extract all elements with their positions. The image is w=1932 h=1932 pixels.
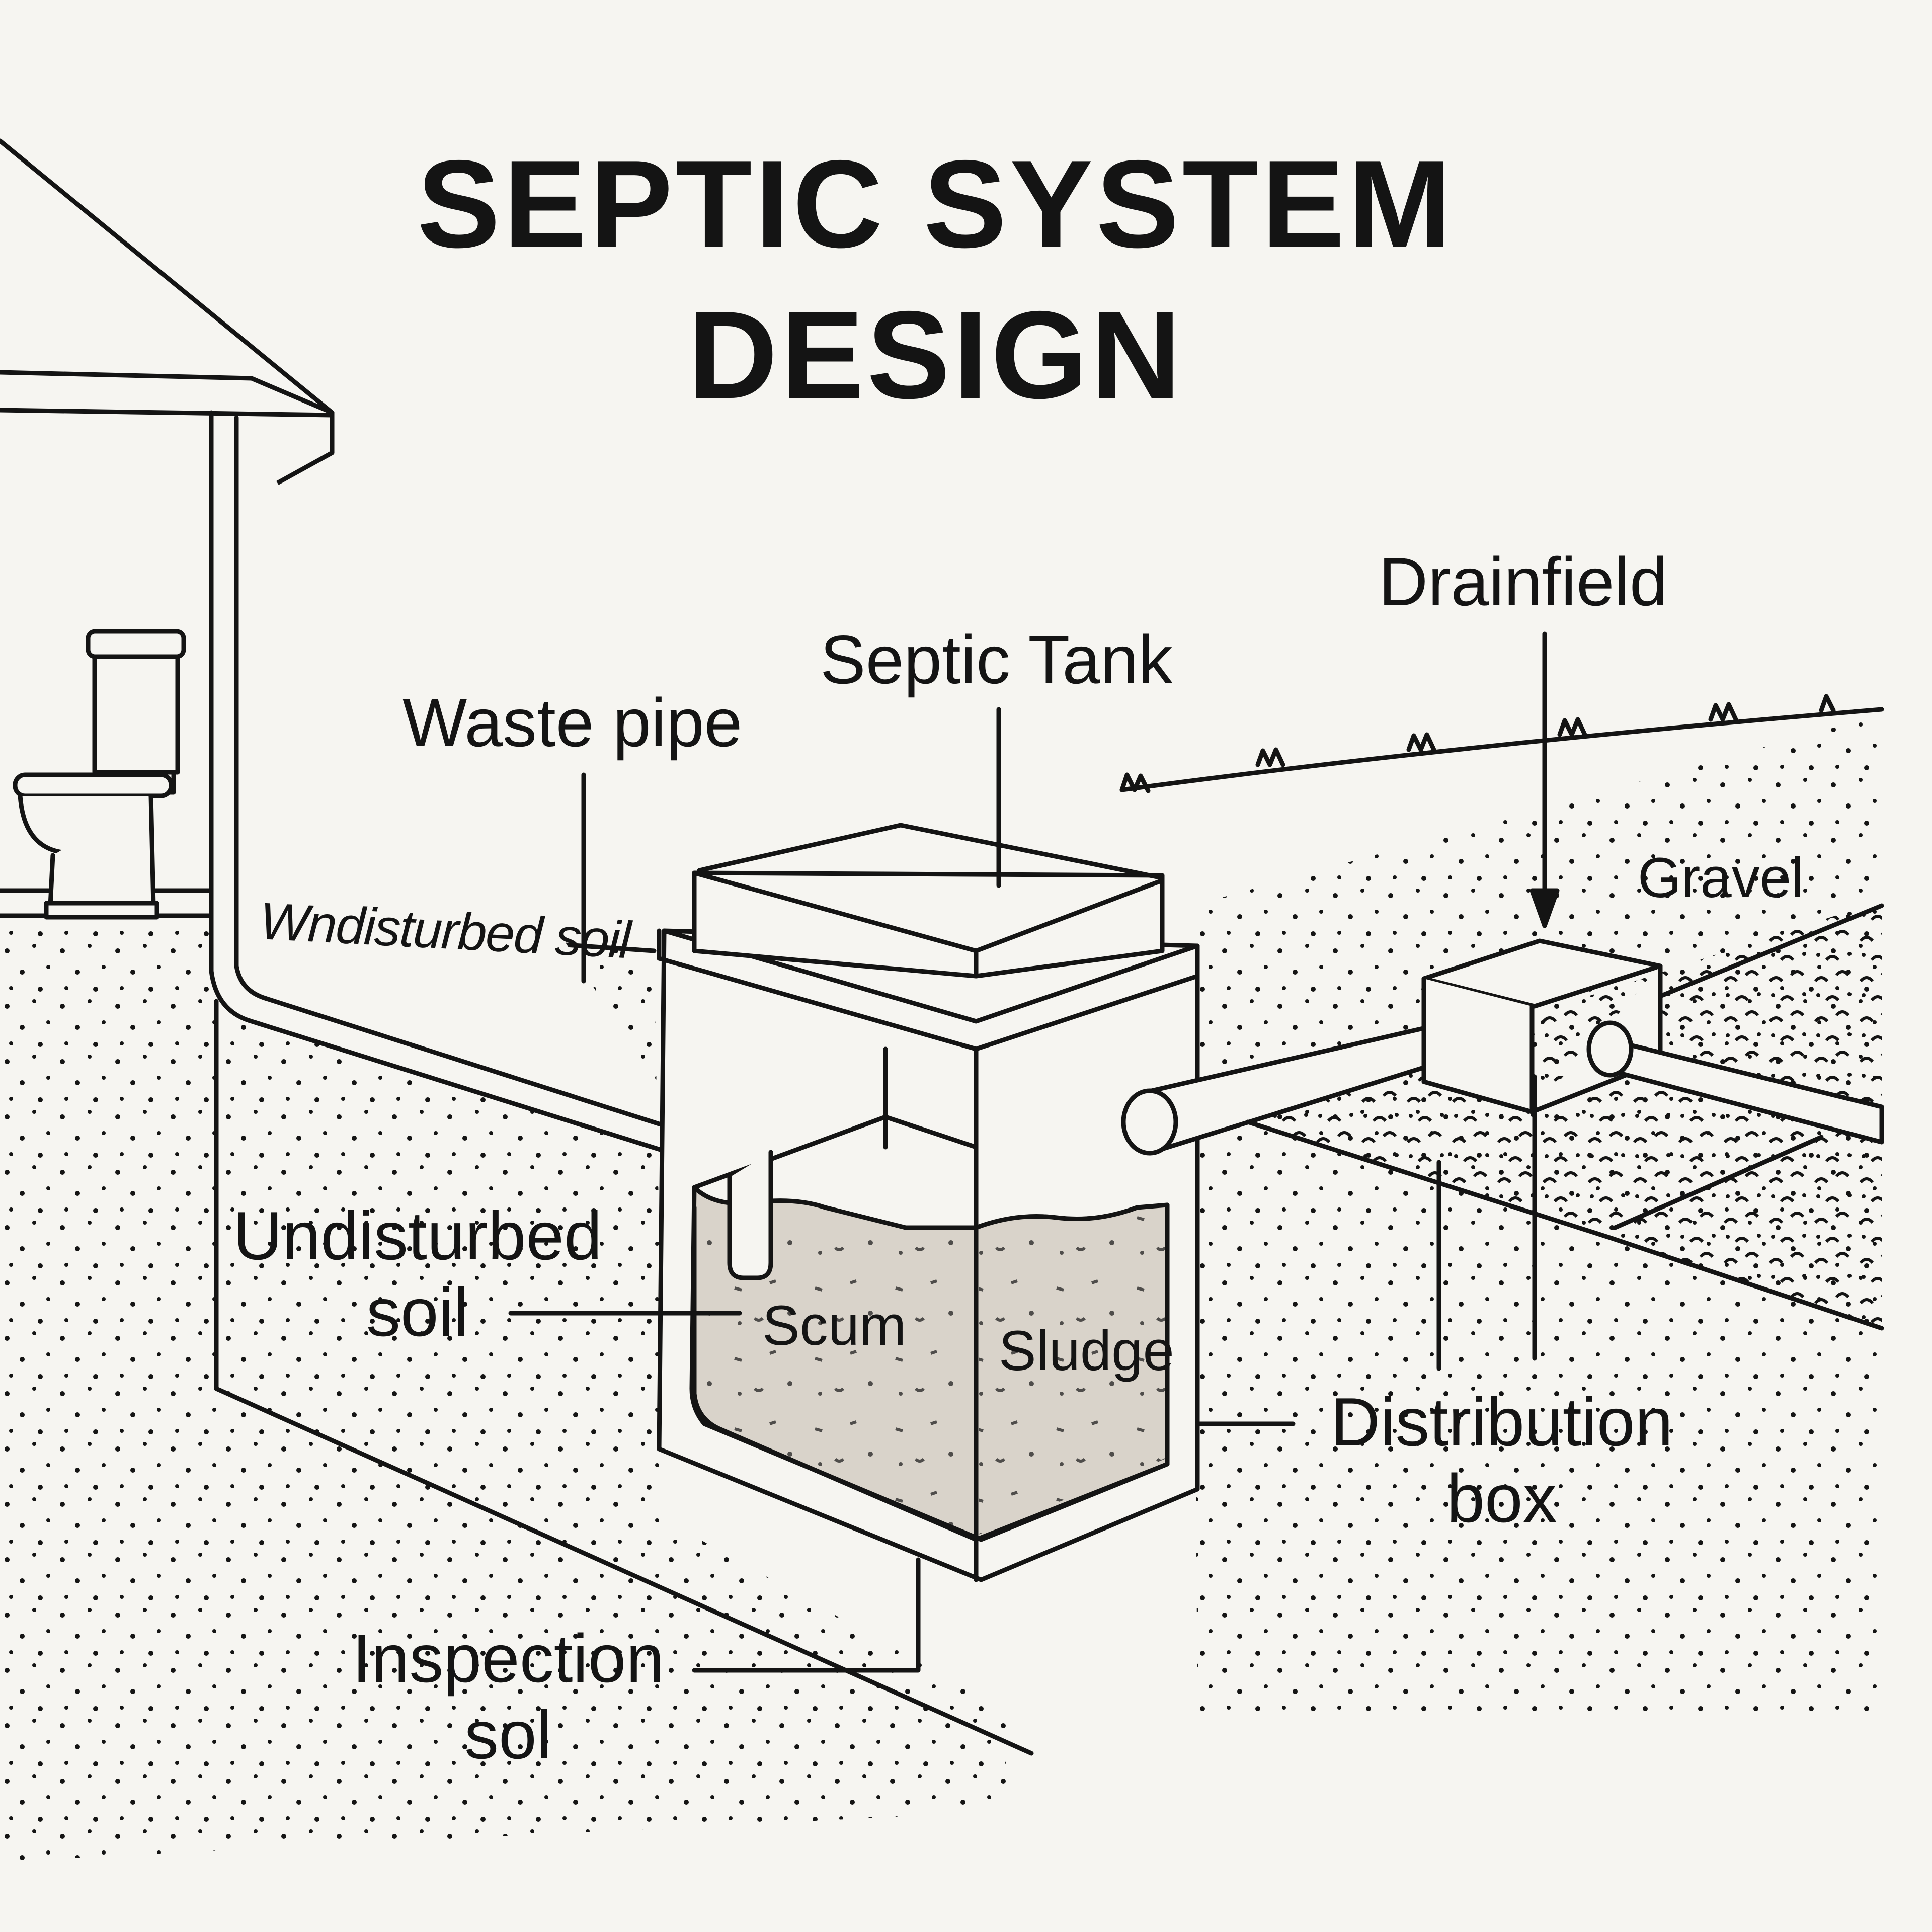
label-undisturbed-soil: Undisturbed soil: [221, 1197, 614, 1350]
label-undisturbed-soil-line1: Undisturbed: [233, 1197, 602, 1274]
label-sludge: Sludge: [999, 1319, 1174, 1382]
label-distribution-box-line2: box: [1446, 1460, 1557, 1537]
label-scum: Scum: [762, 1294, 907, 1357]
label-septic-tank: Septic Tank: [820, 621, 1173, 698]
soil-area-left: [0, 921, 1006, 1862]
grass-hatching: [1119, 694, 1836, 793]
excavation-outline: [214, 999, 1034, 1756]
label-inspection: Inspection sol: [322, 1620, 694, 1773]
drain-lines: [1245, 903, 1884, 1331]
septic-tank: [657, 823, 1200, 1582]
leader-inspection: [692, 1557, 921, 1673]
label-inspection-line1: Inspection: [352, 1620, 664, 1697]
ground-line-right: [1119, 707, 1884, 792]
label-inspection-line2: sol: [464, 1697, 552, 1773]
gravel-bed: [1248, 901, 1882, 1328]
distribution-box: [1421, 938, 1663, 1114]
label-distribution-box-line1: Distribution: [1330, 1384, 1673, 1460]
title: SEPTIC SYSTEM DESIGN: [342, 128, 1530, 430]
label-undisturbed-soil-line2: soil: [366, 1274, 469, 1350]
label-gravel: Gravel: [1638, 846, 1804, 909]
label-waste-pipe: Waste pipe: [403, 684, 743, 761]
label-drainfield: Drainfield: [1379, 543, 1668, 620]
title-line2: DESIGN: [687, 285, 1184, 425]
leader-drainfield-arrow: [1530, 888, 1560, 928]
title-line1: SEPTIC SYSTEM: [417, 134, 1455, 274]
label-distribution-box: Distribution box: [1298, 1384, 1706, 1537]
toilet-icon: [13, 629, 186, 920]
